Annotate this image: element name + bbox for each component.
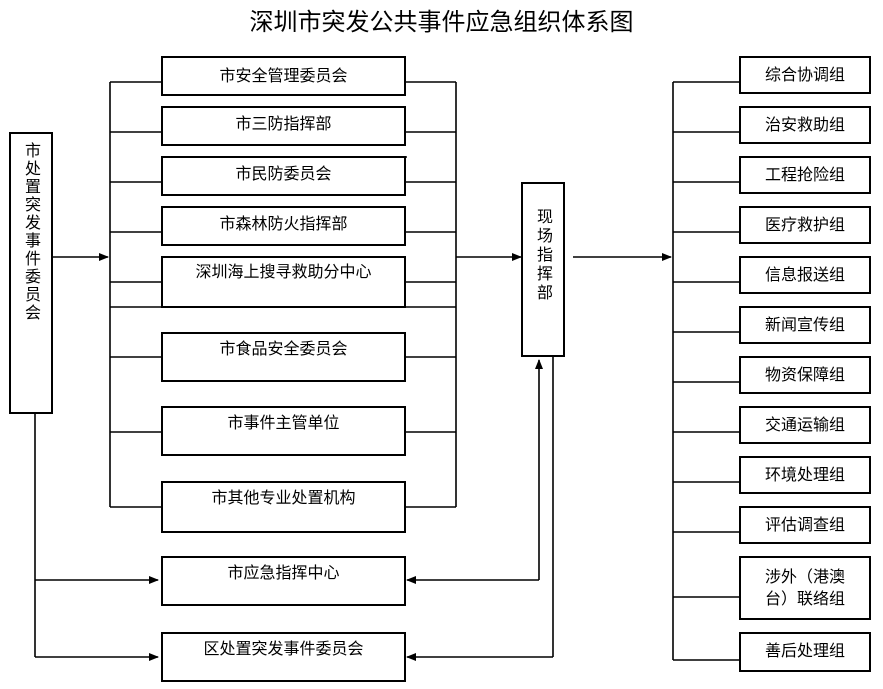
agency-box: 市民防委员会 — [161, 156, 406, 196]
agency-label: 市三防指挥部 — [235, 114, 332, 133]
emergency-center-box: 市应急指挥中心 — [161, 556, 406, 606]
group-label: 医疗救护组 — [764, 215, 845, 234]
agency-box: 深圳海上搜寻救助分中心 — [161, 256, 406, 308]
group-label: 涉外（港澳台）联络组 — [764, 567, 845, 608]
committee-label: 市处置突发事件委员会 — [22, 142, 41, 322]
group-label: 交通运输组 — [764, 415, 845, 434]
group-label: 善后处理组 — [764, 641, 845, 660]
agency-box: 市安全管理委员会 — [161, 56, 406, 96]
emergency-center-label: 市应急指挥中心 — [227, 563, 340, 582]
agency-box: 市其他专业处置机构 — [161, 481, 406, 533]
group-box: 善后处理组 — [739, 632, 871, 672]
group-label: 综合协调组 — [764, 65, 845, 84]
diagram-title: 深圳市突发公共事件应急组织体系图 — [249, 8, 634, 36]
agency-box: 市三防指挥部 — [161, 106, 406, 146]
agency-label: 市事件主管单位 — [227, 413, 340, 432]
group-box: 综合协调组 — [739, 56, 871, 94]
group-label: 评估调查组 — [764, 515, 845, 534]
site-hq-box: 现场指挥部 — [521, 182, 565, 357]
agency-label: 市安全管理委员会 — [219, 66, 348, 85]
group-box: 环境处理组 — [739, 456, 871, 494]
group-label: 物资保障组 — [764, 365, 845, 384]
district-committee-label: 区处置突发事件委员会 — [203, 639, 364, 658]
group-box: 治安救助组 — [739, 106, 871, 144]
group-box: 信息报送组 — [739, 256, 871, 294]
group-label: 工程抢险组 — [764, 165, 845, 184]
agency-box: 市事件主管单位 — [161, 406, 406, 456]
group-label: 治安救助组 — [764, 115, 845, 134]
agency-label: 市食品安全委员会 — [219, 339, 348, 358]
group-label: 环境处理组 — [764, 465, 845, 484]
agency-box: 市食品安全委员会 — [161, 332, 406, 382]
group-box: 物资保障组 — [739, 356, 871, 394]
group-box: 医疗救护组 — [739, 206, 871, 244]
agency-label: 市森林防火指挥部 — [219, 214, 348, 233]
committee-box: 市处置突发事件委员会 — [9, 132, 53, 414]
agency-label: 市其他专业处置机构 — [211, 488, 356, 507]
agency-box: 市森林防火指挥部 — [161, 206, 406, 246]
group-box: 工程抢险组 — [739, 156, 871, 194]
agency-label: 深圳海上搜寻救助分中心 — [195, 262, 372, 281]
group-box: 评估调查组 — [739, 506, 871, 544]
agency-label: 市民防委员会 — [235, 164, 332, 183]
group-box: 涉外（港澳台）联络组 — [739, 556, 871, 620]
group-label: 新闻宣传组 — [764, 315, 845, 334]
site-hq-label: 现场指挥部 — [534, 208, 553, 303]
district-committee-box: 区处置突发事件委员会 — [161, 632, 406, 682]
group-box: 新闻宣传组 — [739, 306, 871, 344]
group-label: 信息报送组 — [764, 265, 845, 284]
group-box: 交通运输组 — [739, 406, 871, 444]
